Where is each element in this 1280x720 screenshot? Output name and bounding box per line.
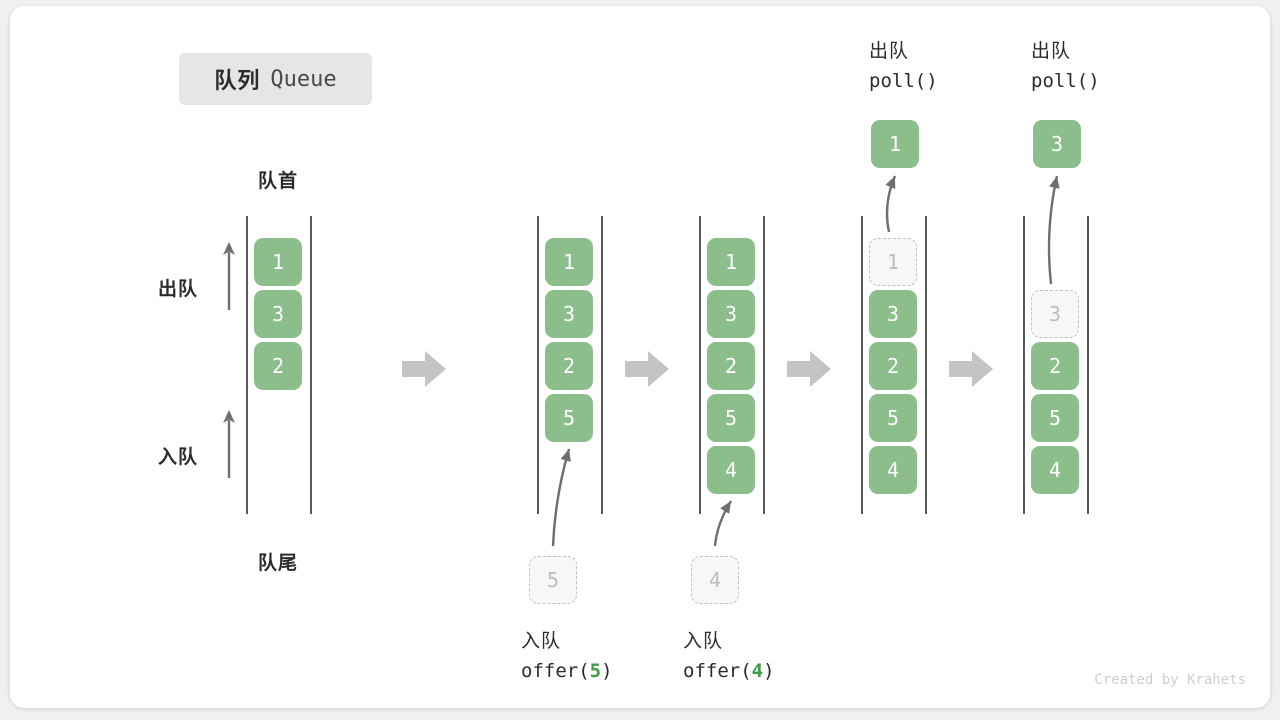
queue-rail-right — [310, 216, 312, 514]
dequeue-direction-arrow-icon — [223, 242, 235, 310]
pending-element: 5 — [529, 556, 577, 604]
title-cn: 队列 — [214, 68, 261, 93]
queue-rail-right — [601, 216, 603, 514]
queue-cell: 4 — [869, 446, 917, 494]
step-arrow-icon — [949, 351, 993, 387]
operation-label-cn: 出队 — [1031, 41, 1072, 62]
operation-label-code: offer(4) — [683, 660, 775, 682]
queue-cell-removed: 1 — [869, 238, 917, 286]
operation-label-code: offer(5) — [521, 660, 613, 682]
queue-cell: 2 — [1031, 342, 1079, 390]
rear-label: 队尾 — [257, 553, 298, 574]
operation-label-code: poll() — [869, 70, 938, 92]
operation-label-code: poll() — [1031, 70, 1100, 92]
title-chip: 队列 Queue — [179, 53, 372, 105]
queue-cell: 3 — [869, 290, 917, 338]
queue-rail-right — [1087, 216, 1089, 514]
queue-cell: 2 — [545, 342, 593, 390]
popped-element: 1 — [871, 120, 919, 168]
queue-cell: 5 — [707, 394, 755, 442]
queue-rail-left — [861, 216, 863, 514]
queue-cell-removed: 3 — [1031, 290, 1079, 338]
watermark: Created by Krahets — [1094, 672, 1246, 688]
queue-cell: 4 — [1031, 446, 1079, 494]
operation-label-cn: 入队 — [683, 631, 724, 652]
queue-rail-left — [699, 216, 701, 514]
enqueue-direction-arrow-icon — [223, 410, 235, 478]
front-label: 队首 — [257, 171, 298, 192]
queue-rail-right — [925, 216, 927, 514]
queue-cell: 5 — [1031, 394, 1079, 442]
operation-label-cn: 出队 — [869, 41, 910, 62]
queue-cell: 5 — [545, 394, 593, 442]
queue-rail-left — [537, 216, 539, 514]
queue-cell: 3 — [545, 290, 593, 338]
operation-argument: 5 — [589, 660, 602, 682]
queue-cell: 2 — [869, 342, 917, 390]
queue-cell: 1 — [545, 238, 593, 286]
step-arrow-icon — [787, 351, 831, 387]
step-arrow-icon — [402, 351, 446, 387]
queue-rail-left — [246, 216, 248, 514]
operation-argument: 4 — [751, 660, 764, 682]
queue-cell: 4 — [707, 446, 755, 494]
dequeue-direction-label: 出队 — [158, 279, 199, 300]
enqueue-direction-label: 入队 — [158, 447, 199, 468]
title-en: Queue — [270, 66, 337, 92]
queue-rail-left — [1023, 216, 1025, 514]
queue-cell: 3 — [707, 290, 755, 338]
pending-element: 4 — [691, 556, 739, 604]
operation-label-cn: 入队 — [521, 631, 562, 652]
queue-cell: 5 — [869, 394, 917, 442]
queue-cell: 2 — [707, 342, 755, 390]
queue-cell: 3 — [254, 290, 302, 338]
queue-cell: 1 — [254, 238, 302, 286]
queue-rail-right — [763, 216, 765, 514]
queue-cell: 2 — [254, 342, 302, 390]
queue-cell: 1 — [707, 238, 755, 286]
step-arrow-icon — [625, 351, 669, 387]
popped-element: 3 — [1033, 120, 1081, 168]
